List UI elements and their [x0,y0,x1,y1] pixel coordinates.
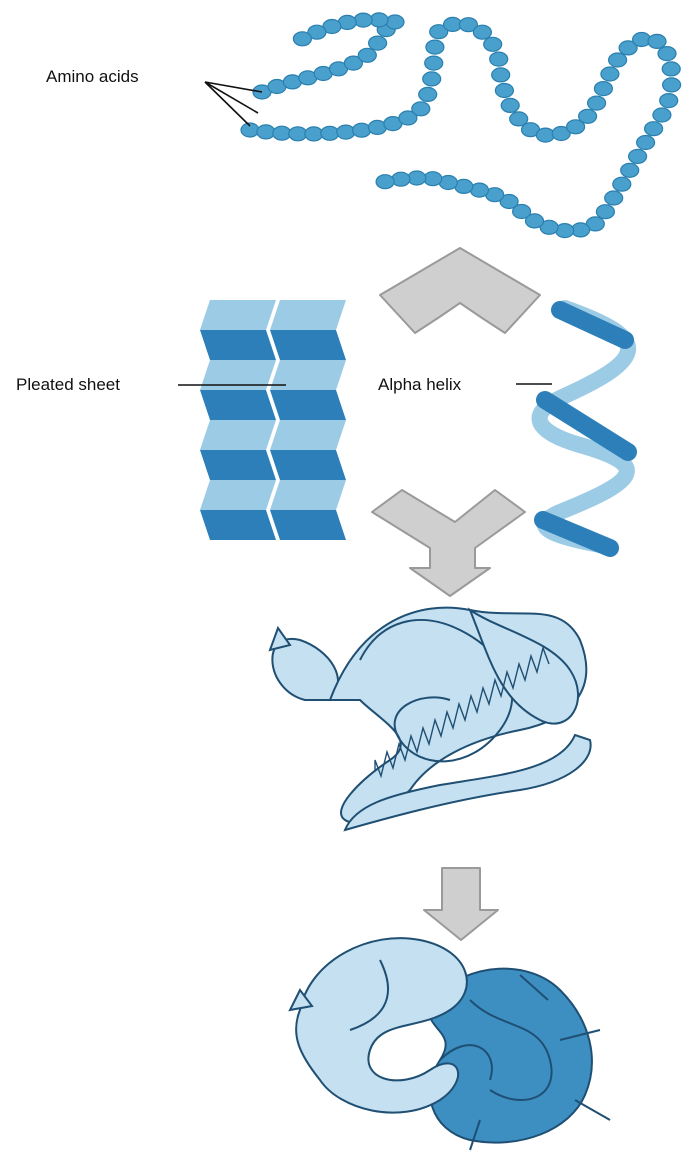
amino-acid-bead [645,122,663,136]
sheet-segment [270,390,346,420]
tertiary-structure [270,608,591,830]
amino-acid-bead [484,37,502,51]
amino-acid-chain [241,13,681,238]
amino-acid-bead [663,78,681,92]
amino-acid-bead [408,171,426,185]
sheet-segment [270,420,346,450]
quaternary-structure [290,938,610,1150]
amino-acid-bead [648,34,666,48]
amino-acid-bead [629,149,647,163]
amino-acid-bead [337,125,355,139]
amino-acid-bead [653,108,671,122]
arrow-merge [372,490,525,596]
pleated-sheet-label: Pleated sheet [16,375,120,394]
amino-acid-bead [473,25,491,39]
amino-acid-bead [621,163,639,177]
sheet-segment [270,300,346,330]
sheet-segment [200,390,276,420]
amino-acid-bead [386,15,404,29]
sheet-segment [270,480,346,510]
sheet-segment [270,450,346,480]
sheet-segment [200,450,276,480]
amino-acid-bead [293,32,311,46]
amino-acid-bead [273,126,291,140]
amino-acid-bead [605,191,623,205]
amino-acid-bead [424,172,442,186]
sheet-segment [200,510,276,540]
amino-acid-bead [658,47,676,61]
amino-acid-bead [370,13,388,27]
amino-acid-bead [637,136,655,150]
amino-acid-bead [536,128,554,142]
amino-acid-bead [501,98,519,112]
amino-acid-bead [601,67,619,81]
amino-acid-bead [490,52,508,66]
amino-acid-bead [425,56,443,70]
amino-acid-bead [289,127,307,141]
amino-acid-bead [353,123,371,137]
amino-acid-bead [613,177,631,191]
amino-acid-bead [369,36,387,50]
amino-acid-bead [321,126,339,140]
pleated-sheet [200,300,346,540]
alpha-helix-label: Alpha helix [378,375,462,394]
arrow-split [380,248,540,333]
amino-acid-bead [572,223,590,237]
amino-acid-bead [419,87,437,101]
amino-acid-bead [412,102,430,116]
amino-acid-bead [376,175,394,189]
sheet-segment [200,300,276,330]
amino-acid-bead [495,84,513,98]
amino-acid-bead [660,94,678,108]
amino-acid-bead [358,48,376,62]
sheet-segment [200,330,276,360]
amino-acid-bead [579,109,597,123]
amino-acids-label: Amino acids [46,67,139,86]
amino-acid-bead [426,40,444,54]
sheet-segment [200,420,276,450]
amino-acid-bead [392,172,410,186]
alpha-helix [540,308,629,548]
amino-acid-bead [305,127,323,141]
amino-acid-bead [257,125,275,139]
amino-acid-bead [662,62,680,76]
sheet-segment [200,480,276,510]
amino-acid-bead [423,72,441,86]
amino-acid-bead [609,53,627,67]
amino-acid-bead [492,68,510,82]
sheet-segment [270,330,346,360]
amino-acid-bead [596,205,614,219]
amino-acid-bead [588,96,606,110]
sheet-segment [270,510,346,540]
amino-acid-bead [354,13,372,27]
amino-acid-bead [594,82,612,96]
arrow-down [424,868,498,940]
